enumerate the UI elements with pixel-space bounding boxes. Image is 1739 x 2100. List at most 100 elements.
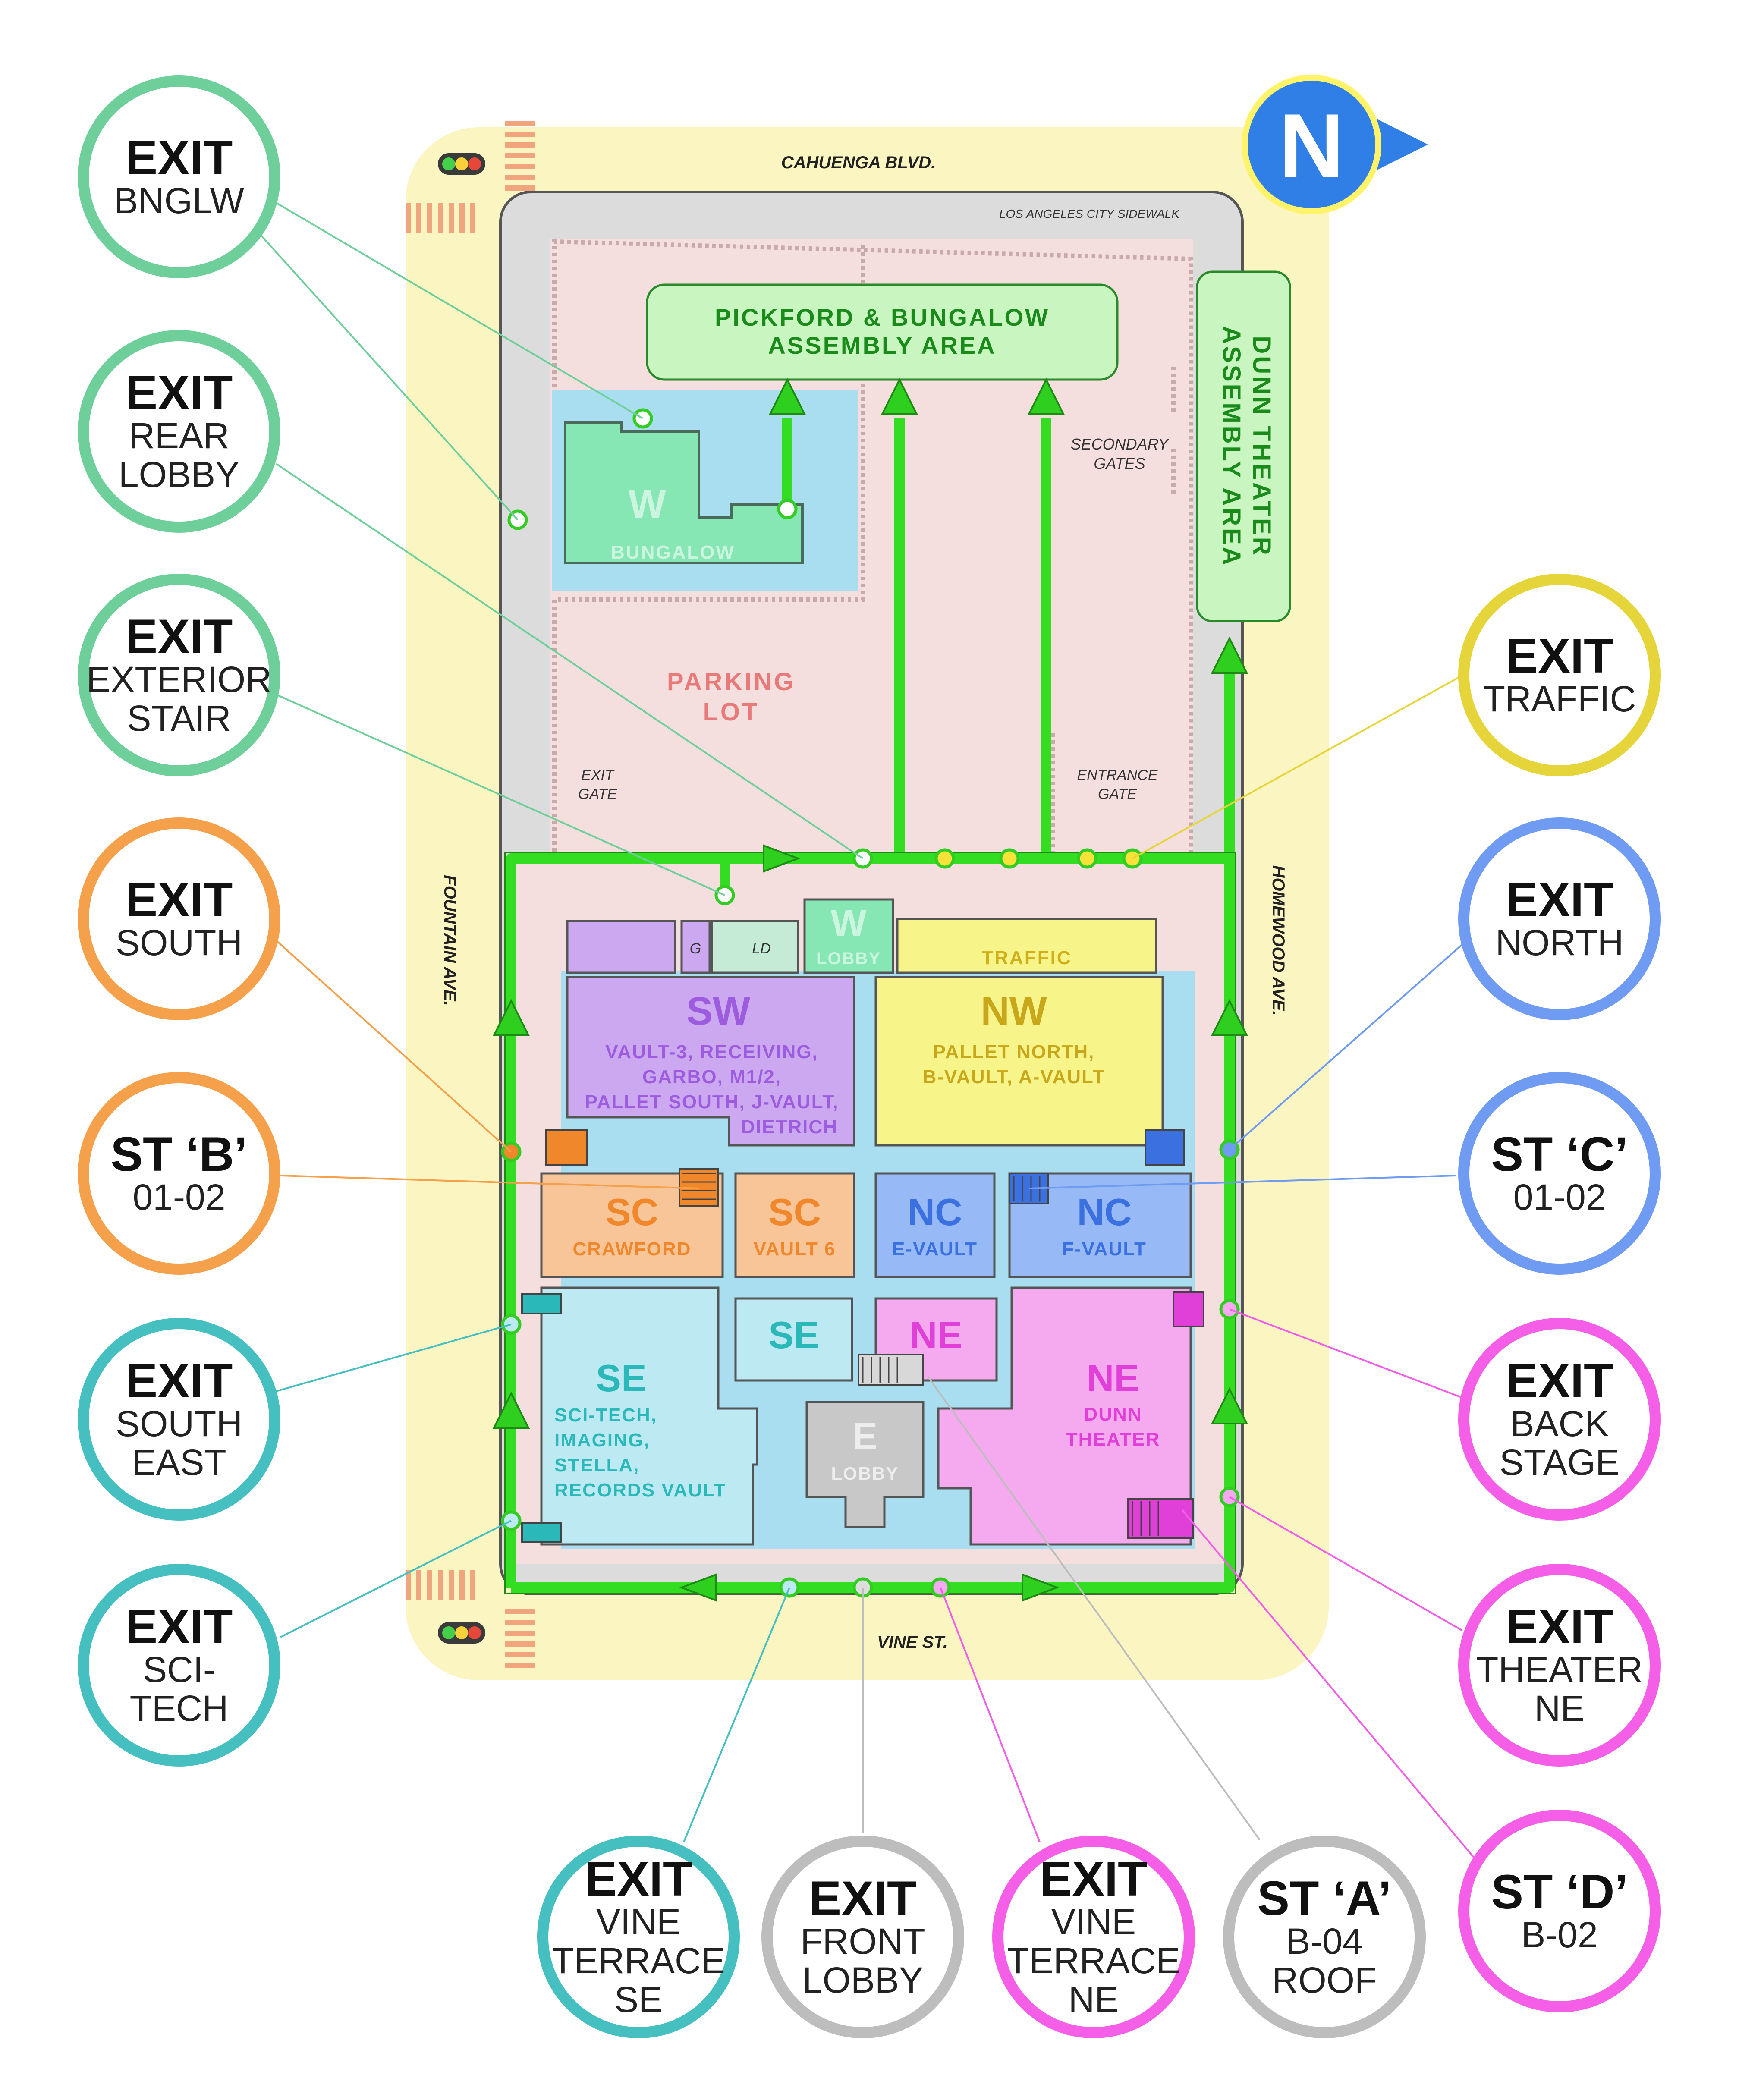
w-lobby-big-label: W xyxy=(830,902,866,944)
compass-disc xyxy=(1242,75,1381,214)
exit-gate-label-line2: GATE xyxy=(578,786,617,802)
exit-badge-line: TECH xyxy=(130,1688,229,1729)
bungalow-building xyxy=(564,421,804,564)
pickford-bungalow-assembly-area xyxy=(646,283,1119,381)
parking-lot-label-line2: LOT xyxy=(703,698,760,726)
exit-badge-ring xyxy=(78,1072,280,1275)
exit-badge-line: 01-02 xyxy=(1513,1177,1606,1217)
exit-badge-line: VINE xyxy=(596,1902,681,1942)
door-marker xyxy=(521,1522,562,1543)
sc-crawford-big-label: SC xyxy=(606,1191,658,1233)
nc-fvault-big-label: NC xyxy=(1077,1191,1132,1233)
exit-badge-line: STAGE xyxy=(1500,1442,1620,1483)
exit-badge-ring xyxy=(78,330,280,533)
entrance-gate-label-line2: GATE xyxy=(1098,786,1137,802)
leader-lines xyxy=(258,202,1476,1860)
se-main-big-label: SE xyxy=(596,1357,646,1399)
exit-badge-line: TERRACE xyxy=(1007,1940,1180,1981)
room-w-lobby xyxy=(803,898,894,974)
door-marker xyxy=(1145,1129,1185,1166)
exit-badge-title: ST ‘A’ xyxy=(1257,1871,1391,1925)
dunn-assembly-label-line2: ASSEMBLY AREA xyxy=(1217,326,1245,567)
room-ne-small xyxy=(874,1297,998,1382)
room-sw xyxy=(566,976,855,1147)
exit-badge-line: LOBBY xyxy=(119,454,239,495)
route-arrows xyxy=(492,377,1248,1602)
exit-badge-line: EXTERIOR xyxy=(86,659,271,700)
e-lobby-small-label: LOBBY xyxy=(831,1463,899,1484)
sc-vault6-big-label: SC xyxy=(768,1191,821,1233)
exit-node xyxy=(777,499,798,519)
room-nc-evault xyxy=(874,1172,996,1278)
room-sc-vault6 xyxy=(734,1172,855,1278)
exit-badge-ring xyxy=(78,817,280,1020)
street-label-right: HOMEWOOD AVE. xyxy=(1269,865,1288,1016)
dunn-theater-assembly-area xyxy=(1196,270,1291,622)
exit-badge-line: TRAFFIC xyxy=(1483,679,1636,719)
exit-badge-title: EXIT xyxy=(126,131,233,185)
exit-badge-line: THEATER xyxy=(1476,1649,1643,1690)
door-marker xyxy=(545,1129,588,1166)
exit-badge-line: NORTH xyxy=(1495,922,1623,963)
exit-badge-title: EXIT xyxy=(126,610,233,663)
room-ld-label: LD xyxy=(752,940,770,957)
exit-badge-ring xyxy=(1458,817,1661,1020)
exit-badge-title: EXIT xyxy=(809,1871,917,1925)
sc-crawford-small-label: CRAWFORD xyxy=(572,1239,691,1260)
room-g xyxy=(680,920,711,974)
ne-small-big-label: NE xyxy=(910,1314,962,1356)
room-se-main xyxy=(540,1286,758,1546)
exit-badge-ring xyxy=(761,1836,964,2038)
street-label-left: FOUNTAIN AVE. xyxy=(440,875,459,1006)
exit-badge-title: ST ‘C’ xyxy=(1491,1127,1628,1181)
room-e-lobby xyxy=(805,1401,925,1528)
exit-badge-title: EXIT xyxy=(585,1852,692,1906)
nc-evault-small-label: E-VAULT xyxy=(892,1239,978,1260)
w-lobby-small-label: LOBBY xyxy=(816,949,881,968)
exit-badge-ring xyxy=(992,1836,1195,2038)
evacuation-route xyxy=(506,418,1235,1593)
sidewalk-label: LOS ANGELES CITY SIDEWALK xyxy=(999,207,1180,220)
traffic-label: TRAFFIC xyxy=(981,947,1072,968)
street-label-bottom: VINE ST. xyxy=(877,1633,948,1652)
exit-badge-title: EXIT xyxy=(126,366,233,420)
pickford-assembly-label-line1: PICKFORD & BUNGALOW xyxy=(715,304,1050,331)
exit-badge-ring xyxy=(78,75,280,278)
exit-badge-line: REAR xyxy=(129,415,229,456)
exit-node xyxy=(999,848,1020,869)
nw-line-2: B-VAULT, A-VAULT xyxy=(922,1066,1105,1088)
exit-badge-line: VINE xyxy=(1051,1902,1136,1942)
exit-badge-line: LOBBY xyxy=(802,1960,923,2000)
exit-node xyxy=(1077,848,1097,869)
exit-badge-ring xyxy=(1458,1072,1661,1275)
evacuation-route-outline xyxy=(504,852,1236,1594)
compass-arrow-icon xyxy=(1372,116,1428,173)
nc-fvault-small-label: F-VAULT xyxy=(1062,1239,1147,1260)
room-se-small xyxy=(734,1297,853,1382)
sw-big-label: SW xyxy=(686,989,750,1033)
crosswalk-top-left xyxy=(406,121,535,233)
exit-badge-line: SOUTH xyxy=(116,1403,242,1444)
exit-badge-title: EXIT xyxy=(1040,1852,1148,1906)
exit-badge-title: EXIT xyxy=(1506,873,1613,927)
ne-main-line-1: DUNN xyxy=(1084,1404,1142,1425)
exit-node xyxy=(934,848,955,869)
sw-line-1: VAULT-3, RECEIVING, xyxy=(605,1041,818,1063)
se-main-line-4: RECORDS VAULT xyxy=(554,1480,726,1501)
se-small-big-label: SE xyxy=(768,1314,819,1356)
exit-badge-line: NE xyxy=(1535,1688,1585,1729)
exit-badge-title: ST ‘D’ xyxy=(1491,1865,1628,1919)
e-lobby-big-label: E xyxy=(852,1415,878,1458)
exit-badge-line: SCI- xyxy=(143,1649,215,1690)
